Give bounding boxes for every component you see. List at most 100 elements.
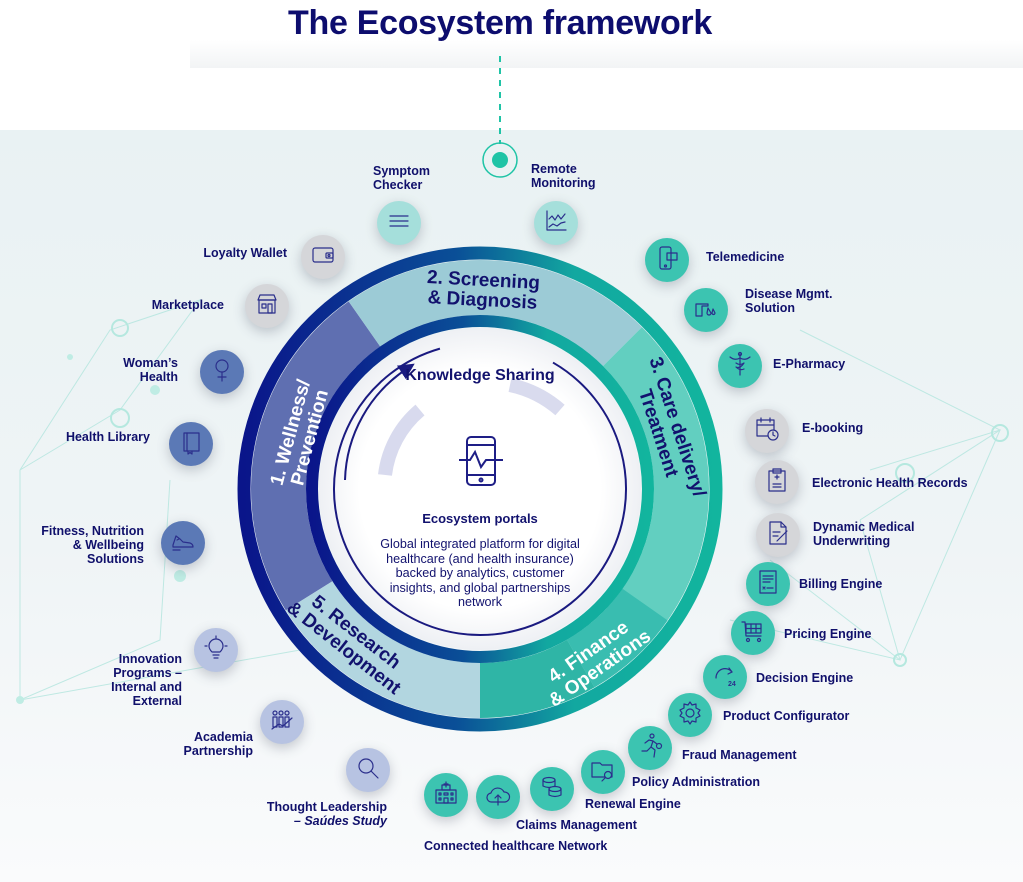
female-symbol-icon <box>209 357 235 388</box>
item-bubble-storefront[interactable] <box>245 284 289 328</box>
item-label: Claims Management <box>516 818 637 832</box>
book-icon <box>178 429 204 460</box>
menu-lines-icon <box>386 208 412 239</box>
item-label-italic: – Saúdes Study <box>293 814 387 828</box>
item-bubble-female-symbol[interactable] <box>200 350 244 394</box>
arrow-24-icon: 24 <box>712 662 738 693</box>
item-bubble-arrow-24[interactable]: 24 <box>703 655 747 699</box>
hospital-icon <box>433 780 459 811</box>
item-label: Fraud Management <box>682 748 797 762</box>
magnifier-icon <box>355 755 381 786</box>
cart-icon <box>740 618 766 649</box>
document-pen-icon <box>765 520 791 551</box>
item-bubble-phone-chat[interactable] <box>645 238 689 282</box>
segment-label-2: 2. Screening& Diagnosis <box>427 267 541 314</box>
storefront-icon <box>254 291 280 322</box>
coins-icon <box>539 774 565 805</box>
ring-segment-3-shade <box>567 588 668 688</box>
item-label: Thought Leadership– Saúdes Study <box>266 800 387 828</box>
mobile-heartbeat-icon <box>438 418 524 504</box>
connector-dashed-line <box>499 56 501 144</box>
item-label: Health Library <box>65 430 150 444</box>
lightbulb-icon <box>203 634 229 666</box>
invoice-icon <box>755 569 781 600</box>
item-bubble-calendar-clock[interactable] <box>745 409 789 453</box>
folder-search-icon <box>590 757 616 788</box>
ring-segment-2 <box>348 260 642 366</box>
ring-segment-3 <box>567 327 709 688</box>
item-label: Product Configurator <box>723 709 850 723</box>
network-lines <box>19 299 1002 701</box>
item-bubble-clipboard-cross[interactable] <box>755 460 799 504</box>
item-label: Decision Engine <box>756 671 854 685</box>
item-bubble-document-pen[interactable] <box>756 513 800 557</box>
item-bubble-sneaker[interactable] <box>161 521 205 565</box>
sneaker-icon <box>170 528 196 559</box>
caduceus-icon <box>727 351 753 382</box>
top-node-dot <box>492 152 508 168</box>
item-bubble-coins[interactable] <box>530 767 574 811</box>
item-bubble-hospital[interactable] <box>424 773 468 817</box>
item-label: Pricing Engine <box>784 627 872 641</box>
item-bubble-book[interactable] <box>169 422 213 466</box>
item-bubble-caduceus[interactable] <box>718 344 762 388</box>
calendar-clock-icon <box>754 416 780 447</box>
item-label: Renewal Engine <box>585 797 681 811</box>
item-bubble-people-growth[interactable] <box>260 700 304 744</box>
people-growth-icon <box>269 707 295 738</box>
item-bubble-invoice[interactable] <box>746 562 790 606</box>
item-label: E-Pharmacy <box>773 357 846 371</box>
item-bubble-wallet[interactable] <box>301 235 345 279</box>
knowledge-circle <box>333 342 627 636</box>
line-chart-icon <box>543 208 569 239</box>
top-node-ring <box>482 142 518 178</box>
item-bubble-cloud-upload[interactable] <box>476 775 520 819</box>
item-bubble-lightbulb[interactable] <box>194 628 238 672</box>
item-label: Billing Engine <box>799 577 883 591</box>
title-band <box>190 40 1023 68</box>
clipboard-cross-icon <box>764 467 790 498</box>
ecosystem-portals-description: Global integrated platform for digital h… <box>380 537 580 609</box>
item-bubble-running-thief[interactable] <box>628 726 672 770</box>
ring-segments <box>251 260 709 718</box>
phone-chat-icon <box>654 245 680 276</box>
item-bubble-cart[interactable] <box>731 611 775 655</box>
network-nodes <box>16 319 1009 704</box>
ring-segment-1 <box>251 301 381 611</box>
outer-ring-stroke <box>237 246 723 732</box>
item-label: Disease Mgmt.Solution <box>745 287 833 315</box>
ring-segment-4 <box>480 639 595 718</box>
knowledge-arrow <box>344 363 415 481</box>
item-bubble-line-chart[interactable] <box>534 201 578 245</box>
item-bubble-folder-search[interactable] <box>581 750 625 794</box>
item-label: Electronic Health Records <box>812 476 968 490</box>
ring-segment-5 <box>285 581 480 718</box>
item-label: E-booking <box>802 421 864 435</box>
page-title: The Ecosystem framework <box>288 4 712 42</box>
item-label: Marketplace <box>151 298 224 312</box>
cloud-upload-icon <box>485 782 511 813</box>
item-bubble-menu-lines[interactable] <box>377 201 421 245</box>
item-label: Policy Administration <box>632 775 761 789</box>
item-bubble-magnifier[interactable] <box>346 748 390 792</box>
decorative-arcs <box>378 378 565 476</box>
ecosystem-portals-title: Ecosystem portals <box>422 511 538 526</box>
item-label: Loyalty Wallet <box>203 246 287 260</box>
knowledge-sharing-label: Knowledge Sharing <box>405 367 555 384</box>
wallet-icon <box>310 242 336 273</box>
svg-text:24: 24 <box>728 681 736 688</box>
gear-icon <box>677 700 703 731</box>
item-label: Connected healthcare Network <box>424 839 608 853</box>
hand-drop-icon <box>693 295 719 326</box>
item-label: Telemedicine <box>706 250 785 264</box>
item-bubble-gear[interactable] <box>668 693 712 737</box>
inner-ring-stroke <box>306 315 654 663</box>
item-bubble-hand-drop[interactable] <box>684 288 728 332</box>
